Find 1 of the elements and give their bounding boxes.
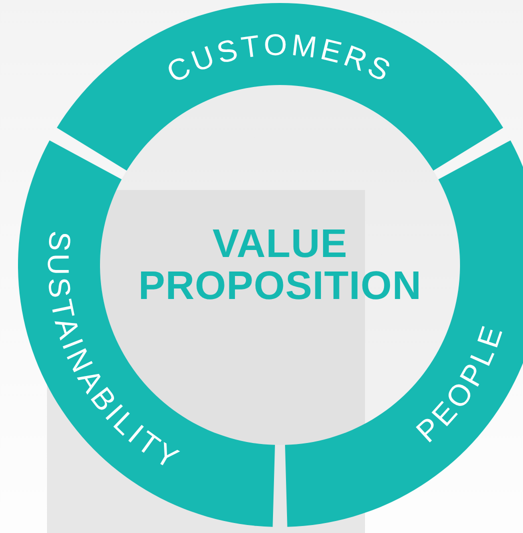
segment-label: CUSTOMERS [162, 28, 398, 90]
